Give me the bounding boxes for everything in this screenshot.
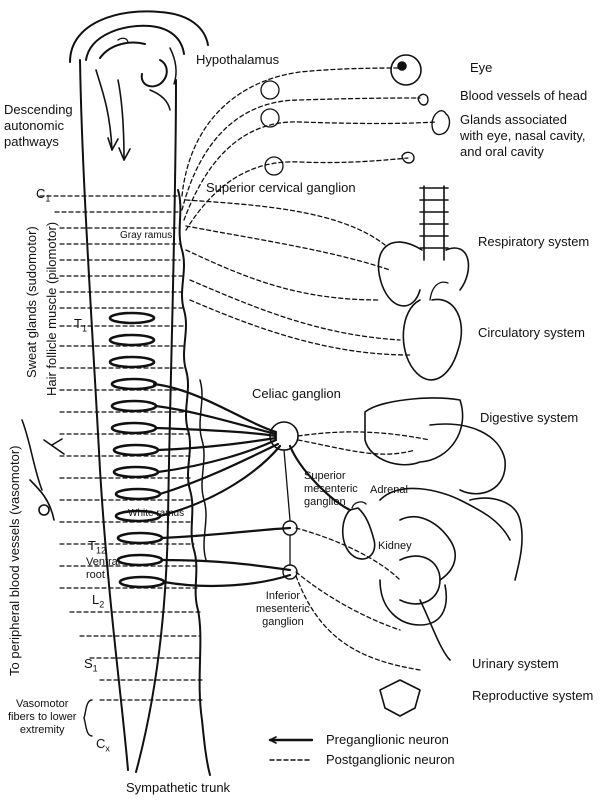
vasomotor-brace: [84, 700, 92, 736]
digestive-organs-drawing: [365, 398, 522, 660]
superior-cervical-ganglion-label: Superior cervical ganglion: [206, 180, 356, 196]
legend-preganglionic-label: Preganglionic neuron: [326, 732, 449, 748]
c1-level-label: C1: [36, 186, 50, 207]
t1-letter: T: [74, 316, 82, 331]
celiac-label: Celiac ganglion: [252, 386, 341, 402]
kidney-label: Kidney: [378, 540, 412, 553]
hypothalamus-label: Hypothalamus: [196, 52, 279, 68]
skin-effectors-drawing: [22, 420, 64, 520]
hair-follicle-label: Hair follicle muscle (pilomotor): [44, 222, 59, 396]
circulatory-label: Circulatory system: [478, 325, 585, 341]
urinary-label: Urinary system: [472, 656, 559, 672]
gray-ramus-label: Gray ramus: [120, 230, 172, 242]
l2-subscript: 2: [99, 600, 104, 610]
reproductive-drawing: [380, 680, 420, 716]
white-ramus-label: White ramus: [128, 508, 184, 520]
reproductive-label: Reproductive system: [472, 688, 593, 704]
blood-vessels-head-label: Blood vessels of head: [460, 88, 587, 104]
head-pathways: [182, 68, 436, 230]
s1-letter: S: [84, 656, 93, 671]
c1-subscript: 1: [45, 194, 50, 204]
legend-lines: [270, 737, 312, 760]
sweat-glands-label: Sweat glands (sudomotor): [24, 226, 39, 378]
bladder-drawing: [380, 580, 446, 625]
head-ganglia: [261, 81, 283, 175]
eye-label: Eye: [470, 60, 492, 76]
s1-subscript: 1: [93, 664, 98, 674]
ventral-root-coils: [110, 313, 164, 587]
legend-postganglionic-label: Postganglionic neuron: [326, 752, 455, 768]
cx-level-label: Cx: [96, 736, 110, 757]
sympathetic-trunk-label: Sympathetic trunk: [126, 780, 230, 796]
lungs-drawing: [378, 186, 468, 306]
ventral-root-label: Ventral root: [86, 556, 120, 582]
respiratory-label: Respiratory system: [478, 234, 589, 250]
superior-mesenteric-label: Superior mesenteric ganglion: [304, 470, 358, 509]
inferior-mesenteric-ganglion-circle: [283, 565, 297, 579]
cx-letter: C: [96, 736, 105, 751]
heart-drawing: [403, 299, 461, 380]
cervical-pathways: [186, 200, 410, 355]
inferior-mesenteric-label: Inferior mesenteric ganglion: [256, 590, 310, 629]
t12-subscript: 12: [96, 546, 106, 556]
peripheral-vessels-label: To peripheral blood vessels (vasomotor): [6, 446, 24, 677]
t12-letter: T: [88, 538, 96, 553]
digestive-label: Digestive system: [480, 410, 578, 426]
s1-level-label: S1: [84, 656, 98, 677]
glands-label: Glands associated with eye, nasal cavity…: [460, 112, 585, 160]
adrenal-label: Adrenal: [370, 484, 408, 497]
t1-level-label: T1: [74, 316, 87, 337]
eye-drawing: [391, 55, 421, 85]
descending-pathways-label: Descending autonomic pathways: [4, 102, 73, 150]
cx-subscript: x: [105, 744, 110, 754]
t1-subscript: 1: [82, 324, 87, 334]
right-trunk-chain: [200, 380, 206, 560]
brain-drawing: [70, 11, 208, 110]
c1-letter: C: [36, 186, 45, 201]
vasomotor-fibers-label: Vasomotor fibers to lower extremity: [8, 698, 76, 737]
blood-vessel-head-drawing: [418, 94, 428, 105]
l2-level-label: L2: [92, 592, 104, 613]
